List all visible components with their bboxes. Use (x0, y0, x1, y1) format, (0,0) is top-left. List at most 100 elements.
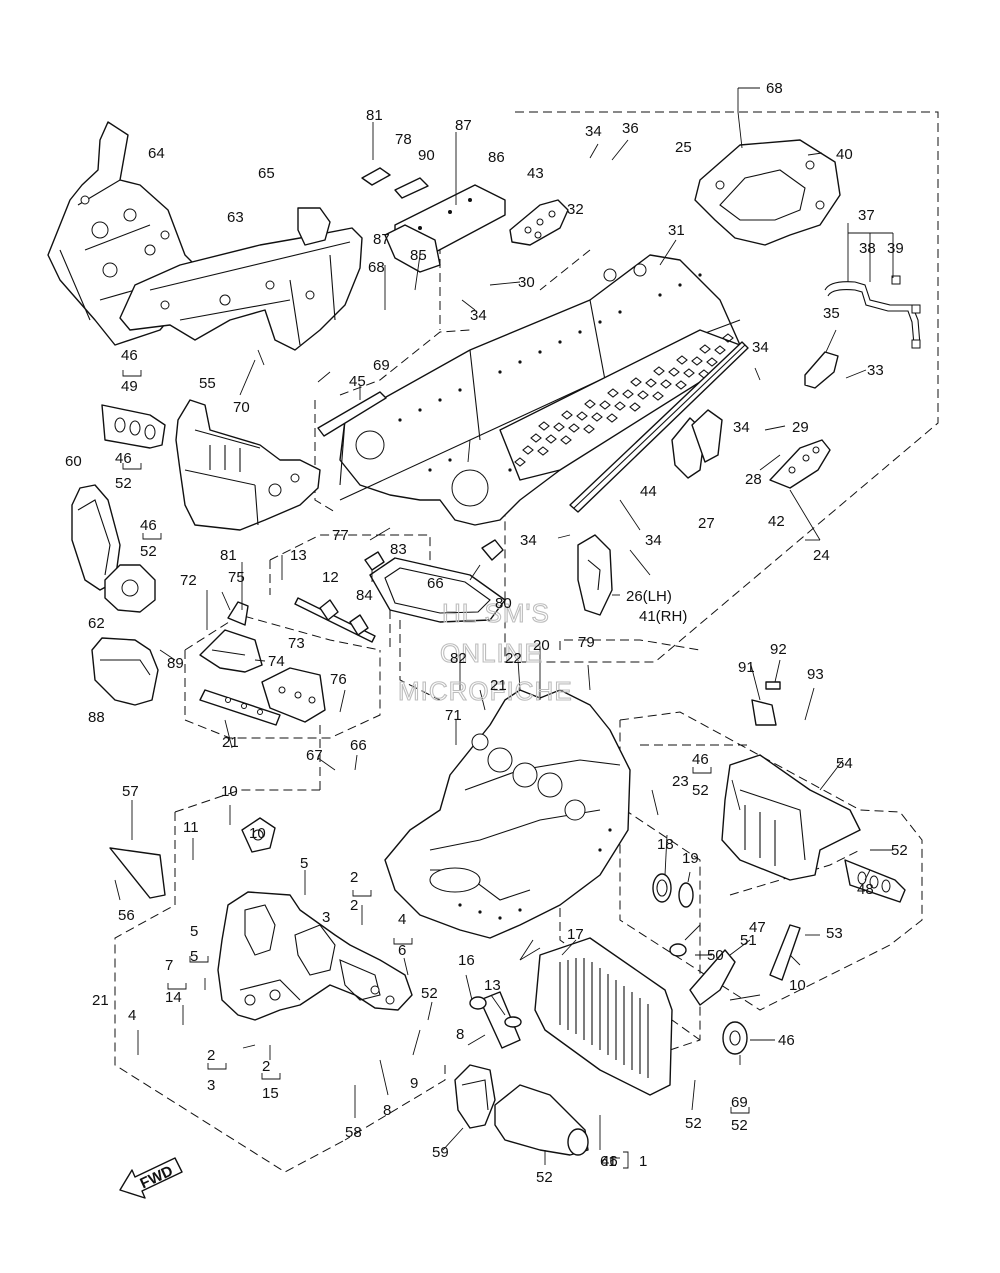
part-66-bracket-upper (481, 539, 504, 561)
deck-perforation (614, 401, 626, 411)
part-60-guard (71, 484, 121, 591)
callout-label: 93 (807, 666, 824, 683)
callout-label: 47 (749, 919, 766, 936)
callout-label: 4 (128, 1007, 136, 1024)
callout-label: 13 (484, 977, 501, 994)
deck-perforation (699, 344, 711, 354)
callout-label: 36 (622, 120, 639, 137)
callout-label: 50 (707, 947, 724, 964)
callout-label: 10 (249, 825, 266, 842)
deck-perforation (576, 411, 588, 421)
callout-label: 13 (290, 547, 307, 564)
callout-label: 60 (65, 453, 82, 470)
callout-label: 46 (140, 517, 157, 534)
callout-label: 82 (450, 650, 467, 667)
part-42-plate (769, 439, 831, 489)
deck-perforation (537, 446, 549, 456)
part-44-rail (569, 341, 749, 513)
callout-label: 32 (567, 201, 584, 218)
callout-label: 81 (220, 547, 237, 564)
callout-label: 55 (199, 375, 216, 392)
part-54-housing (721, 754, 861, 881)
callout-label: 8 (383, 1102, 391, 1119)
part-90-label (394, 177, 429, 199)
deck-perforation (683, 368, 695, 378)
part-20-22-rear-frame (384, 689, 631, 939)
deck-perforation (514, 457, 526, 467)
callout-label: 52 (685, 1115, 702, 1132)
callout-label: 25 (675, 139, 692, 156)
watermark-line-1: HL SM'S (442, 598, 550, 628)
callout-label: 14 (165, 989, 182, 1006)
callout-label: 71 (445, 707, 462, 724)
callout-label: 52 (731, 1117, 748, 1134)
deck-perforation (645, 378, 657, 388)
callout-label: 20 (533, 637, 550, 654)
part-49-plate (101, 404, 166, 449)
callout-label: 83 (390, 541, 407, 558)
part-18-bearing (652, 873, 672, 903)
part-87-bracket (384, 224, 441, 273)
callout-label: 78 (395, 131, 412, 148)
callout-label: 74 (268, 653, 285, 670)
deck-perforation (714, 345, 726, 355)
callout-label: 73 (288, 635, 305, 652)
deck-perforation (706, 357, 718, 367)
assembly-boundary-lower-right (399, 620, 701, 701)
callout-label: 46 (778, 1032, 795, 1049)
part-73-bracket (261, 667, 326, 723)
callout-label: 2 (262, 1058, 270, 1075)
callout-label: 51 (740, 932, 757, 949)
callout-label: 66 (427, 575, 444, 592)
callout-label: 54 (836, 755, 853, 772)
callout-label: 31 (668, 222, 685, 239)
callout-label: 2 (350, 897, 358, 914)
callout-label: 34 (645, 532, 662, 549)
callout-label: 46 (601, 1153, 618, 1170)
part-25-cover (694, 139, 841, 246)
assembly-boundary-46 (619, 711, 923, 1011)
part-55-bracket (175, 399, 321, 531)
deck-perforation (676, 355, 688, 365)
part-1-front-frame (217, 891, 413, 1021)
callout-label: 11 (183, 819, 199, 836)
cooler-fins (559, 958, 649, 1078)
callout-label: 77 (332, 527, 349, 544)
callout-label: 45 (349, 373, 366, 390)
callout-label: 57 (122, 783, 139, 800)
deck-perforation (599, 400, 611, 410)
callout-label: 34 (520, 532, 537, 549)
deck-perforation (560, 435, 572, 445)
stack-bracket-lines (122, 370, 750, 1169)
callout-label: 69 (373, 357, 390, 374)
part-16-clamp (504, 1016, 522, 1028)
deck-perforation (561, 410, 573, 420)
deck-perforation (583, 424, 595, 434)
assembly-boundary-1 (114, 720, 446, 1173)
callout-label: 39 (887, 240, 904, 257)
part-62-plate (104, 564, 156, 613)
callout-label: 52 (421, 985, 438, 1002)
callout-label: 43 (527, 165, 544, 182)
callout-label: 5 (190, 923, 198, 940)
callout-label: 9 (410, 1075, 418, 1092)
callout-label: 26(LH) (626, 588, 672, 605)
callout-label: 37 (858, 207, 875, 224)
callout-label: 40 (836, 146, 853, 163)
part-47-washer (669, 943, 687, 957)
callout-label: 34 (470, 307, 487, 324)
callout-label: 49 (121, 378, 138, 395)
deck-perforation (606, 413, 618, 423)
callout-label: 38 (859, 240, 876, 257)
callout-label: 86 (488, 149, 505, 166)
deck-perforation (691, 356, 703, 366)
deck-perforation (553, 422, 565, 432)
callout-label: 68 (766, 80, 783, 97)
callout-label: 46 (692, 751, 709, 768)
callout-label: 84 (356, 587, 373, 604)
callout-label: 1 (639, 1153, 647, 1170)
deck-perforation (584, 399, 596, 409)
deck-perforation (637, 390, 649, 400)
